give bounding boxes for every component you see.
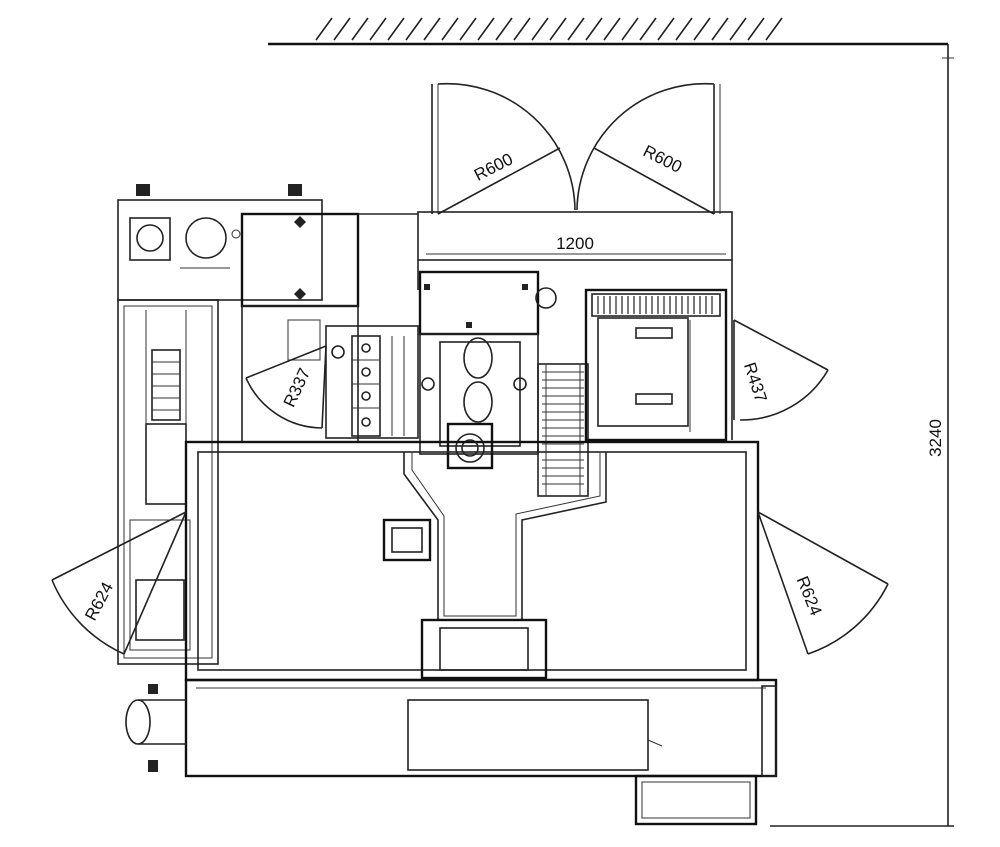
right-upper-door-radius: R437: [740, 360, 771, 405]
chip-conveyor: [537, 363, 589, 497]
cooling-grille: [597, 296, 713, 314]
spindle-head: [418, 270, 557, 470]
right-lower-door: R624: [757, 511, 889, 655]
lower-base: [125, 678, 778, 826]
right-lower-door-radius: R624: [793, 574, 826, 619]
wall: [268, 17, 948, 46]
terminal-block: [325, 325, 419, 439]
top-doors: R600 R600: [431, 82, 721, 215]
right-cooling-unit: [584, 288, 728, 442]
left-electrical-cabinet: [117, 184, 323, 665]
left-upper-door-radius: R337: [280, 365, 314, 410]
left-lower-door: R624: [51, 511, 187, 655]
top-enclosure: 1200: [417, 211, 733, 440]
left-upper-door: R337: [245, 345, 327, 429]
width-dimension-label: 1200: [556, 234, 594, 253]
top-left-door-radius: R600: [471, 149, 516, 184]
height-dimension: 3240: [770, 44, 954, 827]
main-enclosure: [184, 440, 760, 682]
height-dimension-label: 3240: [926, 419, 945, 457]
right-upper-door: R437: [733, 319, 829, 421]
left-lower-door-radius: R624: [81, 579, 117, 624]
top-right-door-radius: R600: [640, 141, 685, 176]
wall-hatching: [315, 17, 783, 41]
